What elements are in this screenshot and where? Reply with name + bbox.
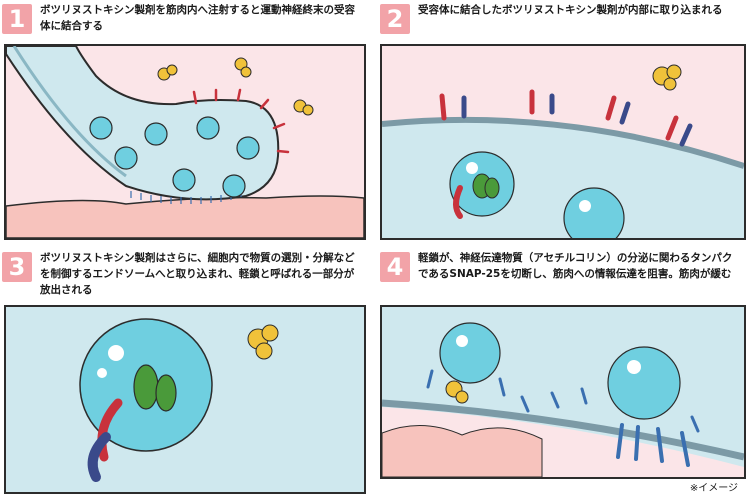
image-note: ※イメージ <box>689 483 738 494</box>
panel-2-illustration <box>380 44 746 240</box>
panel-3-illustration <box>4 305 366 494</box>
step-caption: ボツリヌストキシン製剤を筋肉内へ注射すると運動神経終末の受容体に結合する <box>40 4 355 32</box>
step-caption: 受容体に結合したボツリヌストキシン製剤が内部に取り込まれる <box>418 4 723 16</box>
step-number: 3 <box>2 252 32 282</box>
panel-4-illustration <box>380 305 746 479</box>
panel-1-illustration <box>4 44 366 240</box>
step-number: 4 <box>380 252 410 282</box>
step-caption: 軽鎖が、神経伝達物質（アセチルコリン）の分泌に関わるタンパクであるSNAP-25… <box>418 252 733 280</box>
step-number: 1 <box>2 4 32 34</box>
step-caption: ボツリヌストキシン製剤はさらに、細胞内で物質の選別・分解などを制御するエンドソー… <box>40 252 355 296</box>
step-number: 2 <box>380 4 410 34</box>
